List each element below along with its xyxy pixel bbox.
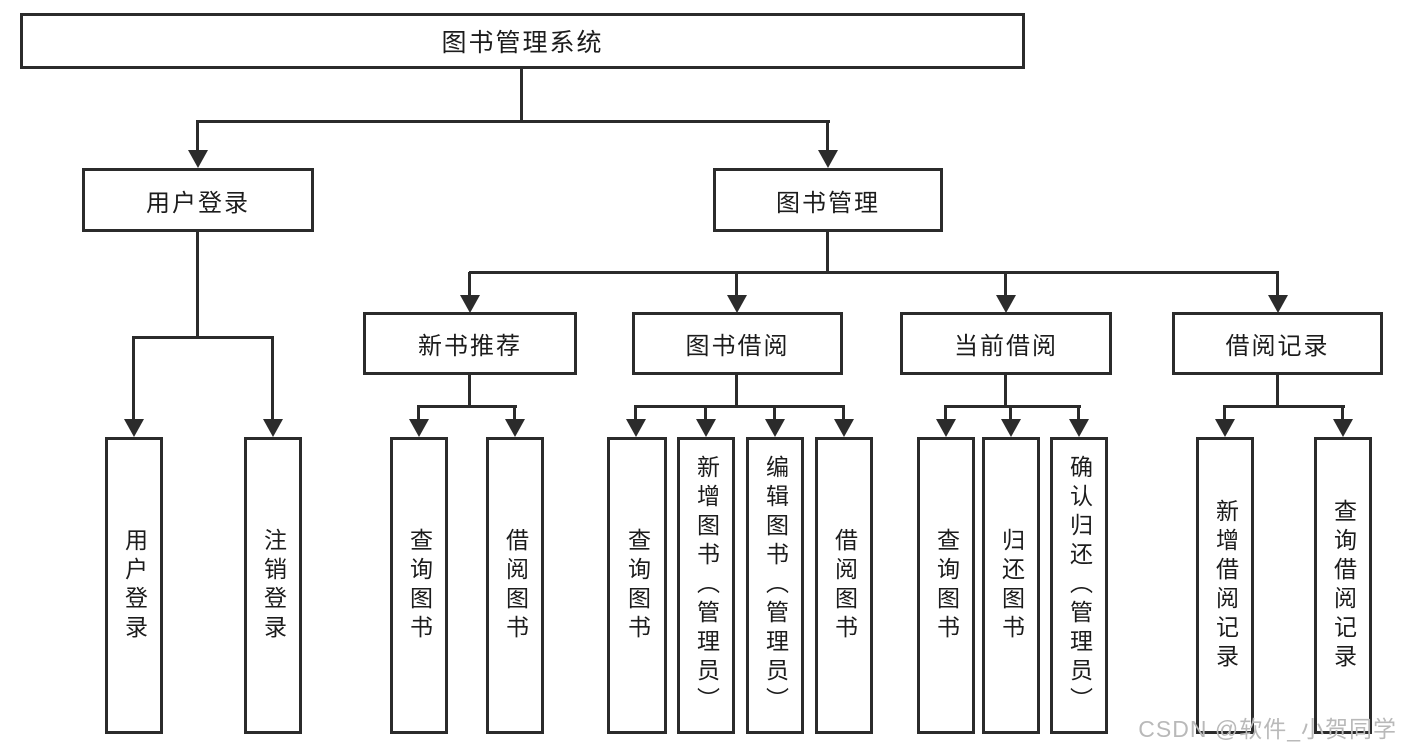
node-label: 新书推荐 [418,333,522,360]
node-label: 图书管理系统 [441,29,604,57]
connector-arrow [1276,272,1279,295]
node-label: 新增图书（管理员） [693,455,720,716]
connector-arrow [513,405,516,419]
leaf-borrow-books: 借阅图书 [815,437,873,734]
node-label: 新增借阅记录 [1212,498,1239,673]
node-label: 查询图书 [933,527,960,644]
leaf-add-borrow-record: 新增借阅记录 [1196,437,1254,734]
connector-line [196,120,830,123]
csdn-watermark: CSDN @软件_小贺同学 [1138,716,1397,742]
connector-arrow [271,336,274,419]
node-book-management: 图书管理 [713,168,943,232]
leaf-query-books-current: 查询图书 [917,437,975,734]
connector-arrow [417,405,420,419]
node-borrow-records: 借阅记录 [1172,312,1383,375]
connector-arrow [468,272,471,295]
node-book-borrowing: 图书借阅 [632,312,843,375]
connector-line [469,271,1279,274]
connector-line [634,405,845,408]
node-label: 图书管理 [776,189,880,217]
leaf-query-books-recommend: 查询图书 [390,437,448,734]
leaf-confirm-return-admin: 确认归还（管理员） [1050,437,1108,734]
connector-line [196,232,199,336]
node-label: 查询借阅记录 [1330,498,1357,673]
connector-arrow [826,120,829,150]
connector-arrow [1223,405,1226,419]
connector-arrow [1009,405,1012,419]
connector-line [520,69,523,120]
connector-arrow [842,405,845,419]
connector-arrow [1004,272,1007,295]
node-label: 借阅记录 [1225,333,1330,360]
node-label: 当前借阅 [954,333,1058,360]
node-label: 注销登录 [260,527,287,644]
node-label: 确认归还（管理员） [1066,455,1093,716]
connector-arrow [132,336,135,419]
node-new-book-recommend: 新书推荐 [363,312,577,375]
node-label: 编辑图书（管理员） [762,455,789,716]
connector-arrow [944,405,947,419]
leaf-return-books: 归还图书 [982,437,1040,734]
connector-line [468,375,471,405]
connector-line [1223,405,1345,408]
leaf-add-book-admin: 新增图书（管理员） [677,437,735,734]
node-label: 查询图书 [406,527,433,644]
connector-arrow [1341,405,1344,419]
leaf-query-books-borrowing: 查询图书 [607,437,667,734]
node-label: 归还图书 [998,527,1025,644]
connector-line [417,405,517,408]
connector-line [735,375,738,405]
node-label: 用户登录 [121,527,148,644]
node-library-system: 图书管理系统 [20,13,1025,69]
leaf-edit-book-admin: 编辑图书（管理员） [746,437,804,734]
connector-arrow [634,405,637,419]
leaf-user-login: 用户登录 [105,437,163,734]
leaf-borrow-books-recommend: 借阅图书 [486,437,544,734]
connector-line [826,232,829,272]
connector-line [132,336,273,339]
node-current-borrowing: 当前借阅 [900,312,1112,375]
node-label: 查询图书 [624,527,651,644]
leaf-query-borrow-record: 查询借阅记录 [1314,437,1372,734]
connector-line [944,405,1081,408]
node-label: 借阅图书 [502,527,529,644]
node-label: 图书借阅 [685,333,790,360]
node-user-login: 用户登录 [82,168,314,232]
connector-arrow [735,272,738,295]
connector-line [1276,375,1279,405]
node-label: 借阅图书 [831,527,858,644]
connector-arrow [704,405,707,419]
leaf-logout: 注销登录 [244,437,302,734]
connector-arrow [773,405,776,419]
connector-arrow [196,120,199,150]
connector-line [1004,375,1007,405]
connector-arrow [1077,405,1080,419]
node-label: 用户登录 [146,189,250,217]
